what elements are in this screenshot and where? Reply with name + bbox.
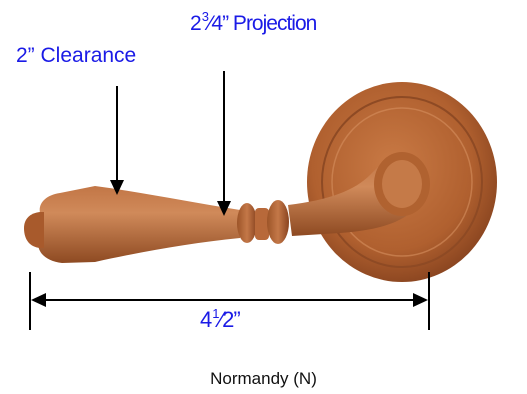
width-label: 41⁄2” — [200, 306, 241, 332]
projection-arrow — [217, 71, 231, 216]
clearance-label: 2” Clearance — [16, 44, 137, 67]
product-caption: Normandy (N) — [210, 369, 317, 388]
lever-handle — [24, 186, 289, 263]
projection-label: 23⁄4” Projection — [190, 9, 317, 35]
lever-neck — [288, 152, 430, 236]
clearance-arrow — [110, 86, 124, 195]
width-dimension — [29, 272, 430, 330]
